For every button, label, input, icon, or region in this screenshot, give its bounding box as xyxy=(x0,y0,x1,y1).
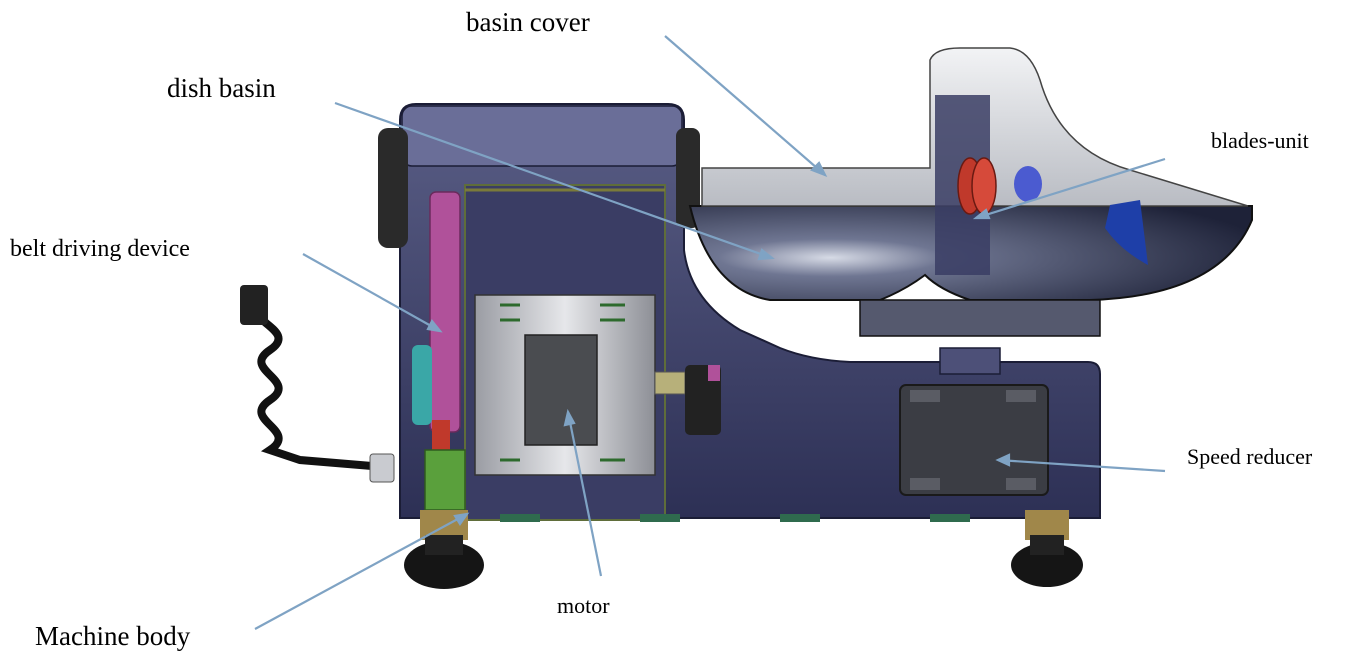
label-speed-reducer: Speed reducer xyxy=(1187,444,1313,469)
cable-plug xyxy=(240,285,268,325)
label-basin-cover: basin cover xyxy=(466,7,590,37)
leader-machine-body xyxy=(254,513,468,630)
motor-shaft-coupler xyxy=(685,365,721,435)
leader-dish-basin xyxy=(334,101,773,260)
speed-reducer xyxy=(899,384,1049,496)
leader-belt-driving-device xyxy=(302,253,441,332)
label-blades-unit: blades-unit xyxy=(1211,128,1309,153)
left-knob xyxy=(378,128,408,248)
belt-bracket xyxy=(424,449,466,511)
label-motor: motor xyxy=(557,593,610,618)
foot-right xyxy=(1011,543,1083,587)
belt xyxy=(429,191,461,433)
basin-base xyxy=(859,299,1101,337)
cable-gland xyxy=(369,453,395,483)
belt-pulley xyxy=(412,345,432,425)
leader-speed-reducer xyxy=(997,458,1166,473)
power-cable xyxy=(250,296,376,470)
leader-blades-unit xyxy=(975,157,1166,220)
label-dish-basin: dish basin xyxy=(167,73,276,103)
blades-unit xyxy=(957,157,1148,265)
label-machine-body: Machine body xyxy=(35,621,191,651)
body-top-housing xyxy=(401,105,683,167)
leader-basin-cover xyxy=(664,35,826,176)
motor-core xyxy=(524,334,598,446)
belt-tensioner xyxy=(432,420,450,450)
label-belt-driving-device: belt driving device xyxy=(10,236,190,262)
foot-left xyxy=(404,541,484,589)
right-knob xyxy=(676,128,700,228)
motor-shaft xyxy=(654,371,686,395)
leader-motor xyxy=(566,411,603,577)
